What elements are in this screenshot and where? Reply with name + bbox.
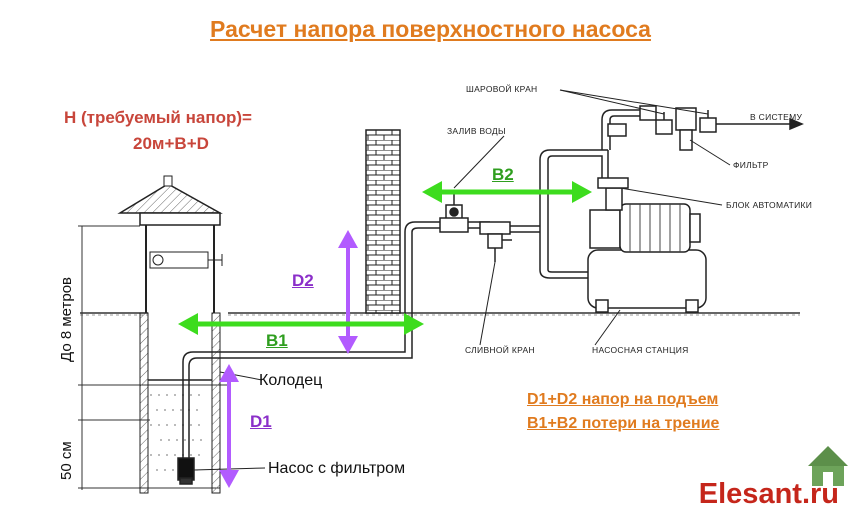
- pipe-to-station: [510, 225, 540, 233]
- brick-wall: [365, 129, 401, 314]
- page-title: Расчет напора поверхностного насоса: [210, 16, 651, 42]
- callout-pump-station: НАСОСНАЯ СТАНЦИЯ: [592, 345, 689, 355]
- depth-dimension-lines: [78, 225, 230, 490]
- label-well: Колодец: [259, 372, 323, 389]
- callout-filter: ФИЛЬТР: [733, 160, 769, 170]
- b2-label: B2: [492, 165, 514, 184]
- callout-drain-valve: СЛИВНОЙ КРАН: [465, 345, 535, 355]
- callout-water-fill: ЗАЛИВ ВОДЫ: [447, 126, 506, 136]
- b2-arrow: [422, 181, 592, 203]
- b1-label: B1: [266, 331, 288, 350]
- label-pump-filter: Насос с фильтром: [268, 460, 406, 477]
- fill-valve: [439, 190, 469, 233]
- d1-arrow: [219, 364, 239, 488]
- callout-ball-valve: ШАРОВОЙ КРАН: [466, 84, 538, 94]
- brand-logo-text: Elesant.ru: [698, 478, 839, 510]
- callout-to-system: В СИСТЕМУ: [750, 112, 803, 122]
- ground: [80, 312, 800, 316]
- formula-line-2: 20м+B+D: [133, 134, 209, 153]
- drain-valve: [479, 221, 512, 262]
- outlet-assembly: [639, 105, 804, 151]
- well: [117, 175, 223, 494]
- house-logo-icon: [808, 446, 848, 486]
- d2-arrow: [338, 230, 358, 354]
- callout-automation: БЛОК АВТОМАТИКИ: [726, 200, 813, 210]
- formula-line-1: H (требуемый напор)=: [64, 108, 252, 127]
- callout-leaders: [193, 89, 731, 471]
- d2-label: D2: [292, 271, 314, 290]
- suction-pipe: [177, 221, 490, 485]
- b1-arrow: [178, 313, 424, 335]
- label-depth-50cm: 50 см: [58, 441, 75, 480]
- legend-line-1: D1+D2 напор на подъем: [527, 391, 719, 408]
- label-depth-8m: До 8 метров: [58, 276, 75, 362]
- d1-label: D1: [250, 412, 272, 431]
- pump-station: [539, 109, 707, 313]
- legend-line-2: B1+B2 потери на трение: [527, 415, 720, 432]
